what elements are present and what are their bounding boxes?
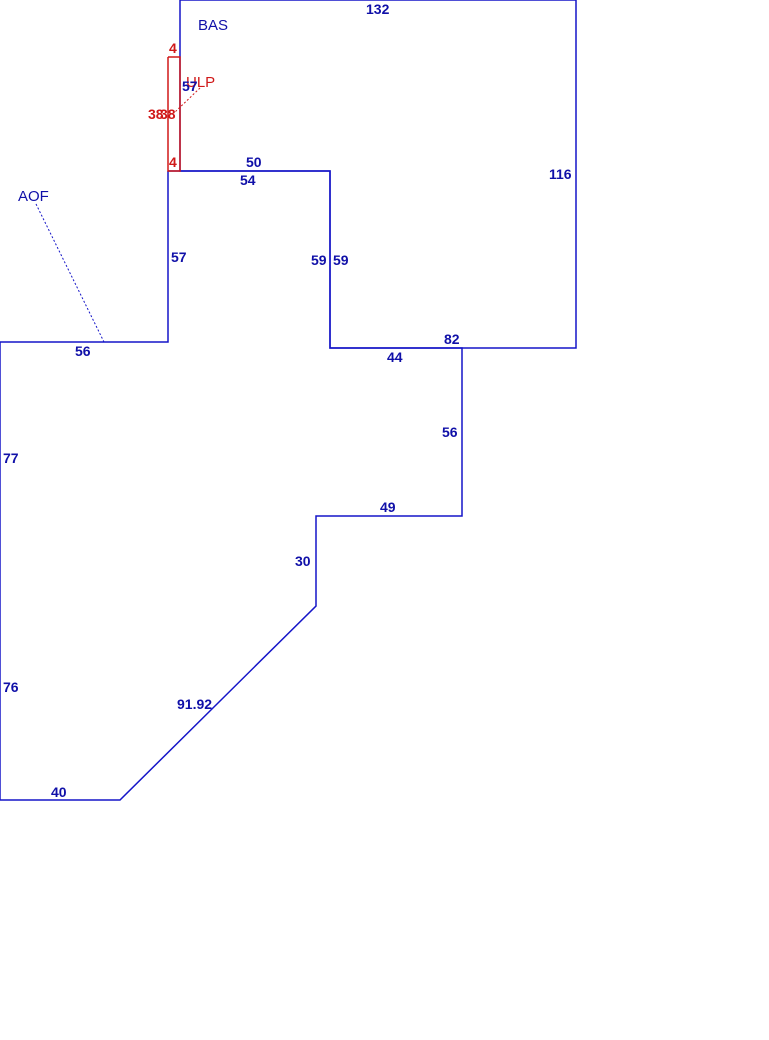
aof-label: AOF: [18, 188, 49, 205]
aof-leader-line: [35, 203, 105, 343]
dim-aof-top-inner: 54: [240, 172, 256, 188]
dim-aof-diagonal: 91.92: [177, 696, 212, 712]
dim-ulp-top: 4: [169, 40, 177, 56]
ulp-outline: [167, 56, 181, 172]
dim-bas-left: 57: [182, 78, 198, 94]
dim-ulp-left-b: 38: [160, 106, 176, 122]
dim-ulp-left-a: 38: [148, 106, 164, 122]
dim-aof-right-upper: 56: [442, 424, 458, 440]
dim-aof-left-b: 76: [3, 679, 19, 695]
dim-aof-top-mid: 44: [387, 349, 403, 365]
aof-outline: [0, 170, 463, 801]
dim-aof-right-lower: 30: [295, 553, 311, 569]
bas-label: BAS: [198, 17, 228, 34]
dim-aof-top-left: 56: [75, 343, 91, 359]
dim-aof-step: 49: [380, 499, 396, 515]
dim-inner-left-b: 59: [333, 252, 349, 268]
ulp-label: ULP: [186, 74, 215, 91]
dim-inner-left-a: 59: [311, 252, 327, 268]
dim-aof-left-upper: 57: [171, 249, 187, 265]
dim-bas-right: 116: [549, 166, 572, 182]
dim-bas-inner-top: 50: [246, 154, 262, 170]
dim-ulp-bottom: 4: [169, 154, 177, 170]
dim-bas-top: 132: [366, 1, 390, 17]
dim-bas-step-bottom: 82: [444, 331, 460, 347]
dim-aof-bottom: 40: [51, 784, 67, 800]
dim-aof-left-a: 77: [3, 450, 19, 466]
